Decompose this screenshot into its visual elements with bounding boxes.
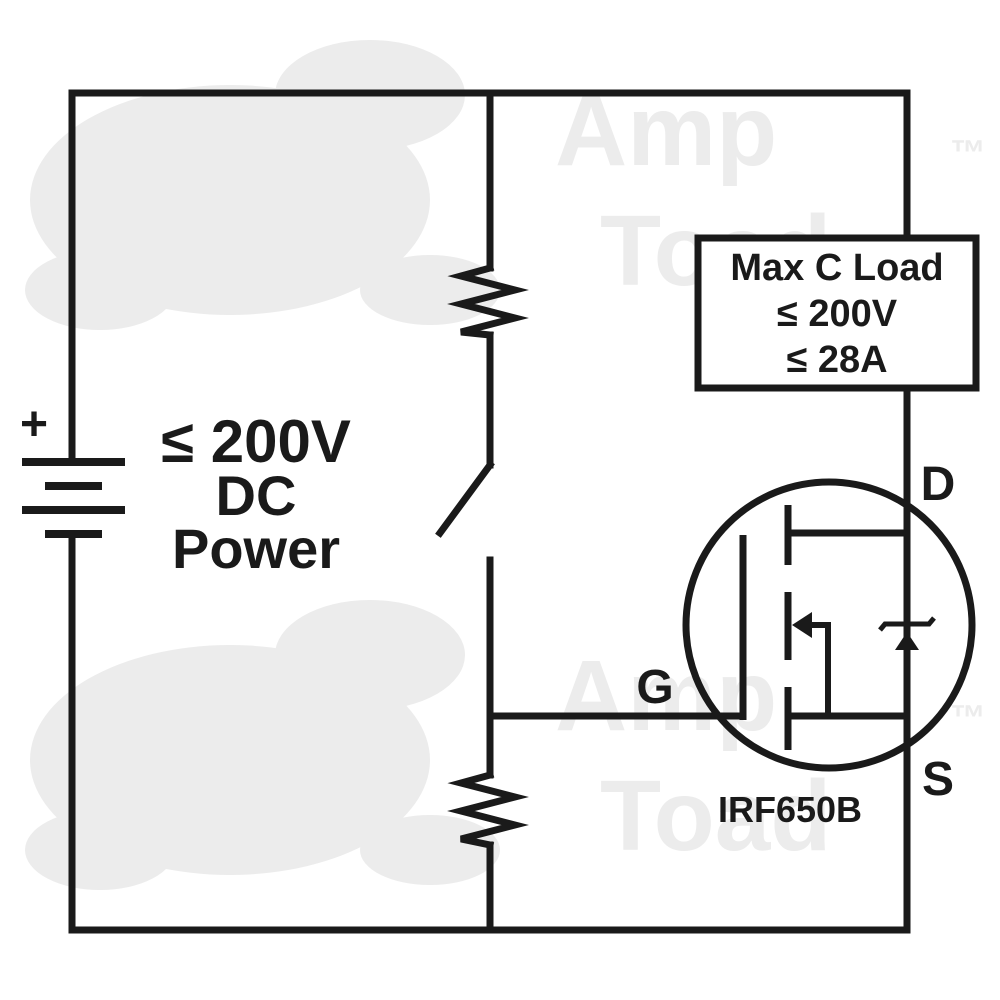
load-voltage: ≤ 200V (777, 293, 898, 335)
toad-logo-watermark-top (25, 40, 500, 330)
switch-lever (435, 460, 495, 538)
body-diode-symbol (878, 616, 936, 650)
power-voltage-label: ≤ 200V (161, 408, 351, 475)
power-type-label: DC (216, 464, 297, 527)
battery-plus-sign: + (20, 398, 48, 451)
load-current: ≤ 28A (786, 339, 887, 381)
bottom-resistor (447, 770, 529, 850)
power-word-label: Power (172, 517, 340, 580)
trademark-watermark-top: ™ (950, 132, 986, 173)
gate-label: G (636, 661, 673, 714)
load-title: Max C Load (730, 247, 943, 289)
top-resistor (447, 263, 529, 339)
brand-watermark-bottom-2: Toad (600, 760, 831, 872)
toad-logo-watermark-bottom (25, 600, 500, 890)
trademark-watermark-bottom: ™ (950, 697, 986, 738)
load-box (694, 234, 980, 392)
source-label: S (922, 753, 954, 806)
mosfet-symbol (682, 478, 976, 772)
drain-label: D (921, 458, 956, 511)
mosfet-part-number: IRF650B (718, 789, 862, 830)
battery-symbol (22, 458, 125, 538)
